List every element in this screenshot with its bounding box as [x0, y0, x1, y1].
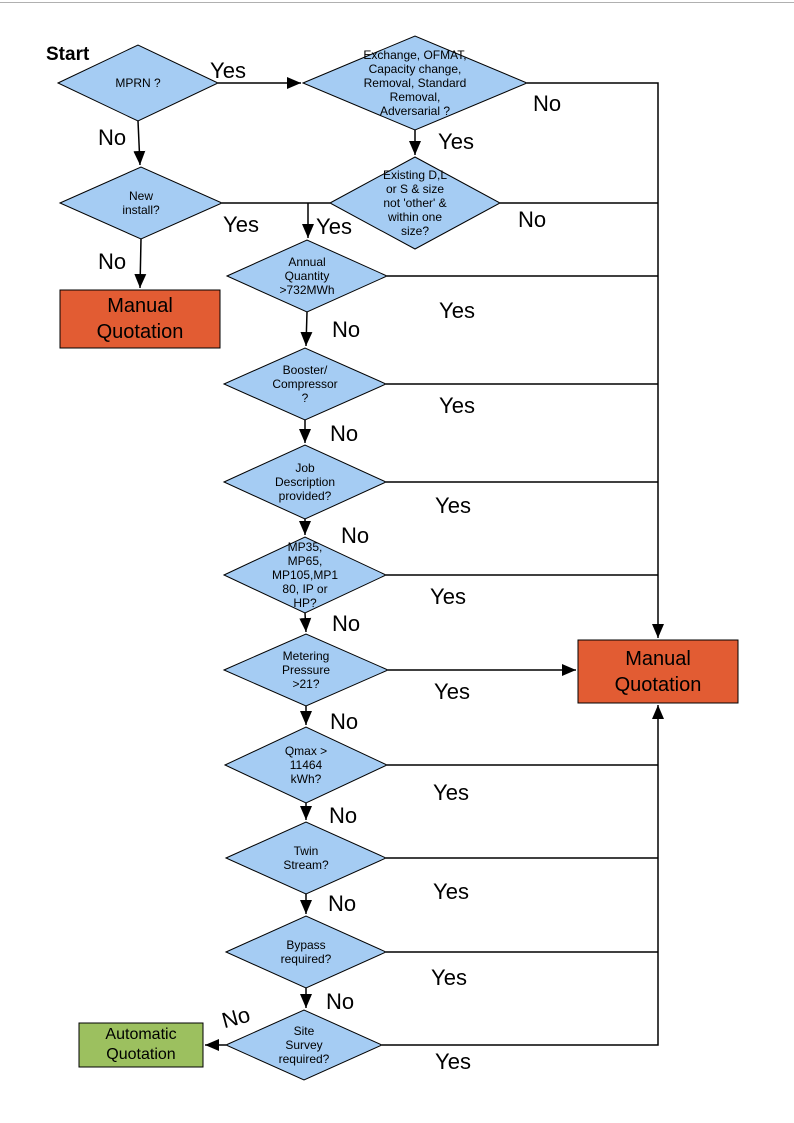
- label-exchange-no: No: [532, 91, 562, 116]
- label-metering-yes: Yes: [434, 679, 470, 704]
- label-existing-yes: Yes: [316, 214, 352, 239]
- automatic-quotation-label: Automatic Quotation: [105, 1026, 177, 1063]
- manual-quotation-right-shape: [577, 639, 739, 704]
- label-mp-no: No: [331, 611, 361, 636]
- label-qmax-yes: Yes: [433, 780, 469, 805]
- qmax-decision-shape: [223, 726, 389, 804]
- booster-decision-shape: [222, 347, 388, 421]
- site-survey-decision-shape: [224, 1009, 384, 1081]
- label-new-install-no: No: [97, 249, 127, 274]
- bypass-decision-label: Bypass required?: [280, 938, 332, 966]
- twin-stream-decision-label: Twin Stream?: [283, 844, 329, 872]
- edge-newinstall-no: [134, 238, 147, 289]
- label-annual-yes: Yes: [439, 298, 475, 323]
- label-metering-no: No: [329, 709, 359, 734]
- new-install-decision-shape: [58, 166, 224, 240]
- mp-pressure-tier-decision-shape: [222, 536, 388, 614]
- label-annual-no: No: [331, 317, 361, 342]
- manual-quotation-left-label: Manual Quotation: [96, 295, 184, 343]
- edge-exchange-no-rail: [527, 82, 664, 638]
- mp-pressure-tier-decision-label: MP35, MP65, MP105,MP1 80, IP or HP?: [271, 540, 339, 610]
- label-mprn-no: No: [97, 125, 127, 150]
- label-twin-yes: Yes: [433, 879, 469, 904]
- label-new-install-yes: Yes: [223, 212, 259, 237]
- bypass-decision-shape: [224, 915, 388, 989]
- label-booster-yes: Yes: [439, 393, 475, 418]
- job-description-decision-shape: [222, 444, 388, 520]
- existing-decision-shape: [328, 156, 502, 250]
- metering-pressure-decision-shape: [222, 633, 390, 707]
- job-description-decision-label: Job Description provided?: [274, 461, 336, 503]
- mprn-decision-shape: [56, 44, 220, 122]
- label-existing-no: No: [517, 207, 547, 232]
- label-bypass-yes: Yes: [431, 965, 467, 990]
- edge-site-yes-rail: [382, 705, 664, 1046]
- qmax-decision-label: Qmax > 11464 kWh?: [284, 744, 328, 786]
- exchange-decision-label: Exchange, OFMAT, Capacity change, Remova…: [363, 48, 467, 118]
- mprn-decision-label: MPRN ?: [115, 76, 161, 90]
- label-site-survey-yes: Yes: [435, 1049, 471, 1074]
- booster-decision-label: Booster/ Compressor ?: [272, 363, 338, 405]
- label-exchange-yes: Yes: [438, 129, 474, 154]
- site-survey-decision-label: Site Survey required?: [278, 1024, 330, 1066]
- existing-decision-label: Existing D,L or S & size not 'other' & w…: [382, 168, 448, 238]
- label-bypass-no: No: [325, 989, 355, 1014]
- edge-mp-no: [299, 612, 312, 633]
- label-mprn-yes: Yes: [210, 58, 246, 83]
- edge-mprn-no: [133, 120, 146, 166]
- automatic-quotation-shape: [78, 1022, 204, 1068]
- label-twin-no: No: [327, 891, 357, 916]
- label-booster-no: No: [329, 421, 359, 446]
- label-job-yes: Yes: [435, 493, 471, 518]
- new-install-decision-label: New install?: [122, 189, 160, 217]
- annual-quantity-decision-shape: [225, 239, 389, 313]
- label-qmax-no: No: [328, 803, 358, 828]
- label-job-no: No: [340, 523, 370, 548]
- manual-quotation-right-label: Manual Quotation: [614, 647, 702, 696]
- exchange-decision-shape: [301, 35, 529, 131]
- manual-quotation-left-shape: [59, 289, 221, 349]
- start-label: Start: [46, 44, 90, 65]
- twin-stream-decision-shape: [224, 821, 388, 895]
- metering-pressure-decision-label: Metering Pressure >21?: [281, 649, 331, 691]
- label-mp-yes: Yes: [430, 584, 466, 609]
- annual-quantity-decision-label: Annual Quantity >732MWh: [279, 255, 335, 297]
- edge-annual-no: [300, 311, 313, 347]
- page-top-rule: [0, 2, 794, 3]
